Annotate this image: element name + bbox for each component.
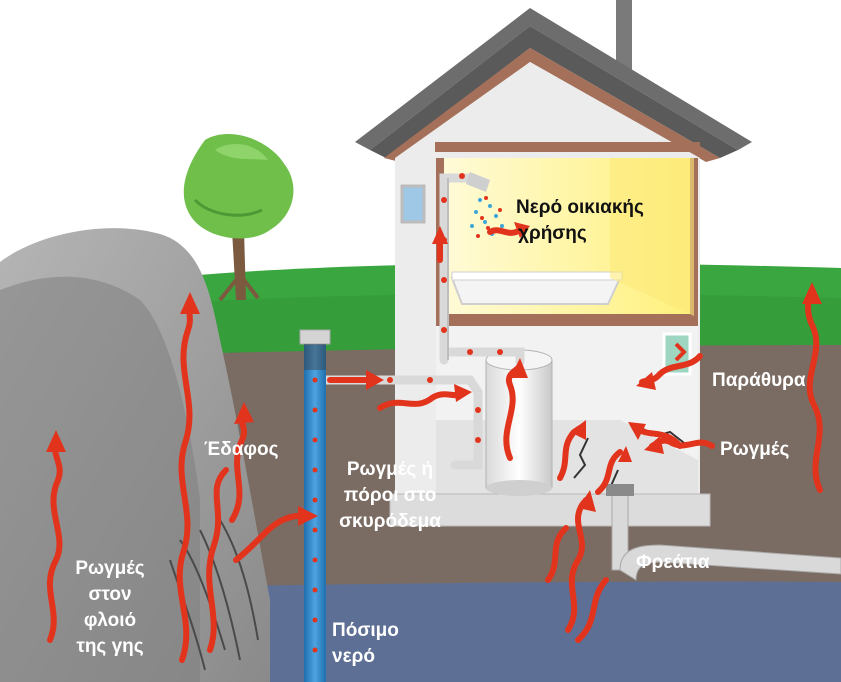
radon-arrow-icon xyxy=(234,402,254,424)
radon-arrow-icon xyxy=(565,497,589,633)
radon-arrow-icon xyxy=(454,384,472,402)
label-crust-cracks: Ρωγμές στον φλοιό της γης xyxy=(75,558,145,657)
drain-pipe-icon xyxy=(606,484,841,581)
radon-arrow-icon xyxy=(514,222,530,238)
radon-arrow-icon xyxy=(575,577,609,643)
radon-arrow-icon xyxy=(180,292,200,314)
window-leak-icon xyxy=(674,342,687,362)
radon-arrow-icon xyxy=(206,467,229,653)
radon-arrow-icon xyxy=(644,436,664,454)
bathtub xyxy=(450,271,623,305)
label-windows: Παράθυρα xyxy=(712,370,806,391)
radon-arrows xyxy=(46,227,823,663)
radon-arrow-icon xyxy=(618,446,632,462)
well-pipe-icon xyxy=(299,329,331,682)
shower-icon xyxy=(466,172,504,238)
radon-arrow-icon xyxy=(570,420,586,440)
radon-arrow-heads xyxy=(46,222,822,526)
label-concrete-cracks: Ρωγμές ή πόροι στο σκυρόδεμα xyxy=(339,459,441,532)
radon-arrow-icon xyxy=(46,430,66,452)
upper-floor xyxy=(436,314,698,326)
tree-icon xyxy=(183,134,294,302)
label-drains: Φρεάτια xyxy=(636,552,710,573)
radon-arrow-icon xyxy=(377,391,465,411)
radon-arrow-icon xyxy=(176,302,193,663)
radon-arrow-icon xyxy=(233,513,308,563)
radon-arrow-icon xyxy=(298,506,318,526)
radon-arrow-icon xyxy=(628,422,646,440)
radon-arrow-icon xyxy=(46,442,63,643)
label-household-water: Νερό οικιακής χρήσης xyxy=(516,197,644,244)
side-window xyxy=(400,184,426,224)
radon-arrow-icon xyxy=(636,372,656,390)
radon-arrow-icon xyxy=(510,358,528,378)
label-cracks: Ρωγμές xyxy=(720,439,790,460)
foundation-slab xyxy=(389,493,711,527)
radon-arrow-icon xyxy=(487,227,523,236)
radon-arrow-icon xyxy=(432,226,448,244)
radon-arrow-icon xyxy=(595,449,623,495)
chimney-icon xyxy=(616,0,632,72)
radon-arrow-icon xyxy=(366,370,384,390)
label-drinking-water: Πόσιμο νερό xyxy=(332,620,399,667)
label-soil: Έδαφος xyxy=(204,439,279,460)
radon-arrow-icon xyxy=(802,282,822,304)
radon-arrow-icon xyxy=(578,490,596,512)
radon-arrow-icon xyxy=(805,291,823,493)
radon-arrow-icon xyxy=(545,525,569,583)
roof xyxy=(355,8,752,150)
